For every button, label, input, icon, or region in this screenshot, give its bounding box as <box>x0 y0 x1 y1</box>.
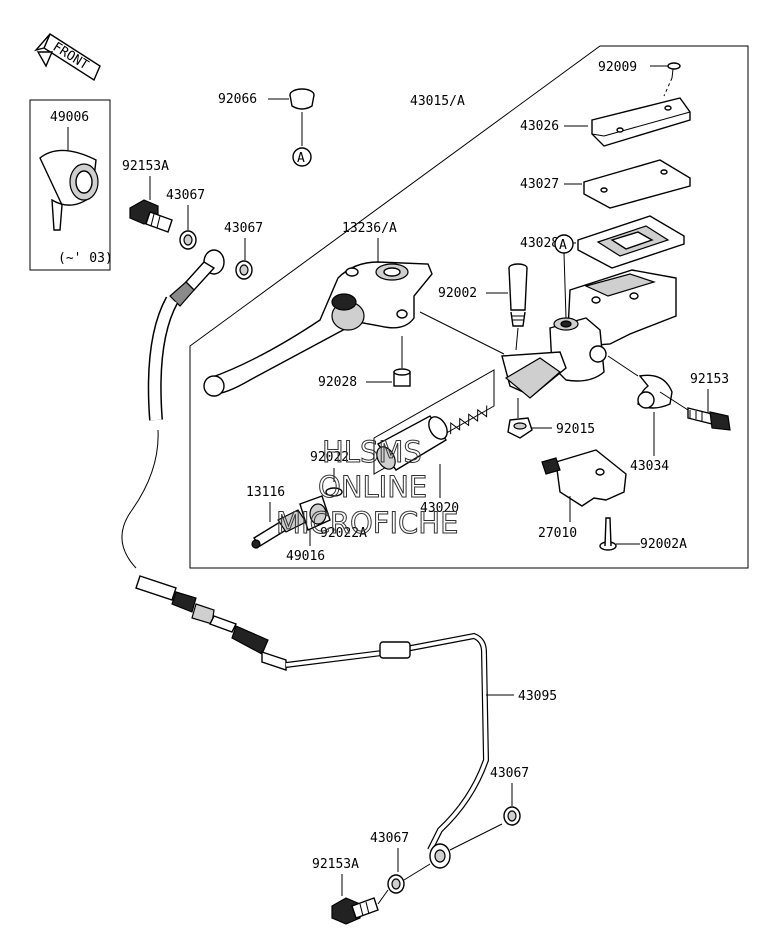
label-92153a-top: 92153A <box>122 159 169 174</box>
screw-92009 <box>663 62 681 97</box>
watermark: HLSMS ONLINE MICROFICHE <box>276 435 459 541</box>
callout-a-body: A <box>559 238 567 253</box>
banjo-bolt-92153a-bottom <box>331 897 379 925</box>
inset-box: 49006 (~' 03) <box>29 99 113 271</box>
inset-part-number: 49006 <box>50 110 89 125</box>
label-43067-c: 43067 <box>490 766 529 781</box>
watermark-line-1: HLSMS <box>322 435 422 469</box>
spring-43020 <box>450 405 488 435</box>
label-43020: 43020 <box>420 501 459 516</box>
screw-92002a <box>599 517 617 551</box>
label-43034: 43034 <box>630 459 669 474</box>
piston-43020 <box>376 415 448 471</box>
hose-lower-fittings <box>135 575 287 671</box>
assembly-outline <box>189 45 749 569</box>
plate-43027 <box>583 159 691 209</box>
master-cylinder-body <box>501 269 677 399</box>
inset-note: (~' 03) <box>58 251 113 266</box>
hose-fitting-top <box>169 249 225 307</box>
switch-27010 <box>541 449 627 507</box>
label-92015: 92015 <box>556 422 595 437</box>
cover-43026 <box>591 97 691 147</box>
watermark-line-3: MICROFICHE <box>276 506 458 540</box>
label-92153: 92153 <box>690 372 729 387</box>
front-arrow-icon: FRONT <box>34 32 101 82</box>
label-43095: 43095 <box>518 689 557 704</box>
brake-pipe-43095 <box>285 632 490 852</box>
bolt-92153 <box>687 407 731 431</box>
label-92022a: 92022A <box>320 526 367 541</box>
nut-92015 <box>507 417 533 439</box>
label-13236a: 13236/A <box>342 221 397 236</box>
pin-92028 <box>393 368 411 387</box>
label-43028: 43028 <box>520 236 559 251</box>
fitting-49016 <box>299 495 331 531</box>
label-43015a: 43015/A <box>410 94 465 109</box>
switch-13116 <box>251 509 307 549</box>
watermark-line-2: ONLINE <box>318 470 427 504</box>
label-92066: 92066 <box>218 92 257 107</box>
label-92028: 92028 <box>318 375 357 390</box>
label-43067-a: 43067 <box>166 188 205 203</box>
label-49016: 49016 <box>286 549 325 564</box>
label-43027: 43027 <box>520 177 559 192</box>
callout-a-top: A <box>297 151 305 166</box>
banjo-fitting-bottom <box>429 843 451 869</box>
diaphragm-43028 <box>577 215 685 269</box>
pipe-sleeve <box>379 641 411 659</box>
bolt-92002 <box>508 263 528 327</box>
oring-92022 <box>325 487 343 497</box>
clamp-43034 <box>637 374 673 409</box>
lever-13236a <box>203 261 433 397</box>
label-92153a-bottom: 92153A <box>312 857 359 872</box>
banjo-bolt-92153a-top <box>129 199 173 233</box>
label-13116: 13116 <box>246 485 285 500</box>
label-92002: 92002 <box>438 286 477 301</box>
label-92009: 92009 <box>598 60 637 75</box>
label-43026: 43026 <box>520 119 559 134</box>
label-43067-b: 43067 <box>224 221 263 236</box>
piston-box <box>373 369 495 475</box>
label-27010: 27010 <box>538 526 577 541</box>
label-43067-d: 43067 <box>370 831 409 846</box>
label-92002a: 92002A <box>640 537 687 552</box>
label-92022: 92022 <box>310 450 349 465</box>
cap-92066: A <box>289 88 315 167</box>
